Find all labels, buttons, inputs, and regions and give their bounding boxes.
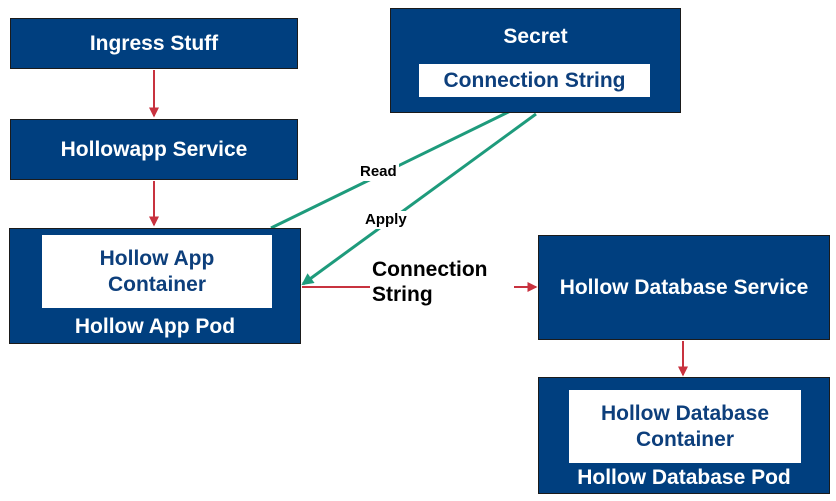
- hollow-db-container-box: Hollow Database Container: [569, 390, 801, 463]
- hollow-db-container-label: Hollow Database Container: [600, 402, 770, 451]
- hollow-app-container-label: Hollow App Container: [99, 247, 215, 296]
- ingress-box: Ingress Stuff: [10, 18, 298, 69]
- hollow-db-pod-label: Hollow Database Pod: [577, 466, 791, 489]
- connection-string-edge-label: Connection String: [370, 257, 514, 308]
- hollowapp-service-box: Hollowapp Service: [10, 119, 298, 180]
- read-edge-label: Read: [358, 163, 399, 181]
- apply-edge-label: Apply: [363, 211, 409, 229]
- hollow-app-pod-box: Hollow App Container Hollow App Pod: [9, 228, 301, 344]
- hollow-app-container-box: Hollow App Container: [42, 235, 272, 308]
- connection-string-label: Connection String: [443, 68, 626, 92]
- hollow-app-pod-label: Hollow App Pod: [74, 315, 236, 338]
- ingress-label: Ingress Stuff: [89, 31, 219, 55]
- hollow-db-pod-box: Hollow Database Container Hollow Databas…: [538, 377, 830, 494]
- connection-string-box: Connection String: [419, 64, 650, 97]
- secret-box: Secret Connection String: [390, 8, 681, 113]
- hollow-db-service-label: Hollow Database Service: [559, 275, 809, 299]
- hollowapp-service-label: Hollowapp Service: [60, 137, 248, 161]
- arrow-read: [270, 98, 535, 230]
- secret-label: Secret: [503, 25, 568, 48]
- hollow-db-service-box: Hollow Database Service: [538, 235, 830, 340]
